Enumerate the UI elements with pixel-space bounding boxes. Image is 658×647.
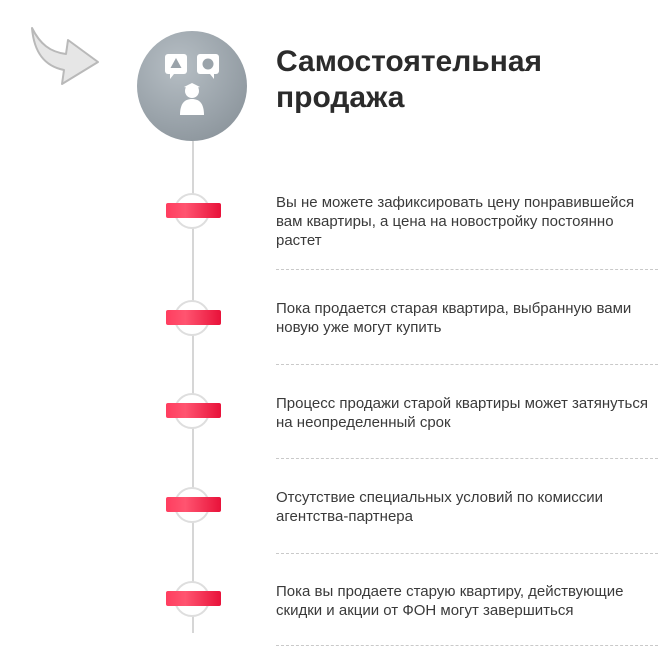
divider [276, 553, 658, 554]
timeline-marker [166, 296, 221, 340]
timeline-marker [166, 577, 221, 621]
marker-bar [166, 591, 221, 606]
timeline-marker [166, 483, 221, 527]
timeline-marker [166, 389, 221, 433]
person-with-speech-bubbles-icon [165, 54, 219, 115]
title-line-1: Самостоятельная [276, 45, 543, 78]
page-title: Самостоятельная продажа [276, 44, 616, 116]
list-item: Пока вы продаете старую квартиру, действ… [276, 583, 624, 619]
timeline-line [192, 141, 194, 633]
timeline-marker [166, 189, 221, 233]
curved-arrow-icon [24, 22, 106, 102]
marker-bar [166, 310, 221, 325]
marker-bar [166, 403, 221, 418]
list-item: Вы не можете зафиксировать цену понравив… [276, 194, 635, 249]
divider [276, 364, 658, 365]
list-item: Пока продается старая квартира, выбранну… [276, 300, 632, 336]
divider [276, 269, 658, 270]
marker-bar [166, 203, 221, 218]
avatar [137, 31, 247, 141]
list-item: Процесс продажи старой квартиры может за… [276, 395, 648, 431]
divider [276, 645, 658, 646]
divider [276, 458, 658, 459]
title-line-2: продажа [276, 81, 405, 114]
marker-bar [166, 497, 221, 512]
list-item: Отсутствие специальных условий по комисс… [276, 489, 604, 525]
